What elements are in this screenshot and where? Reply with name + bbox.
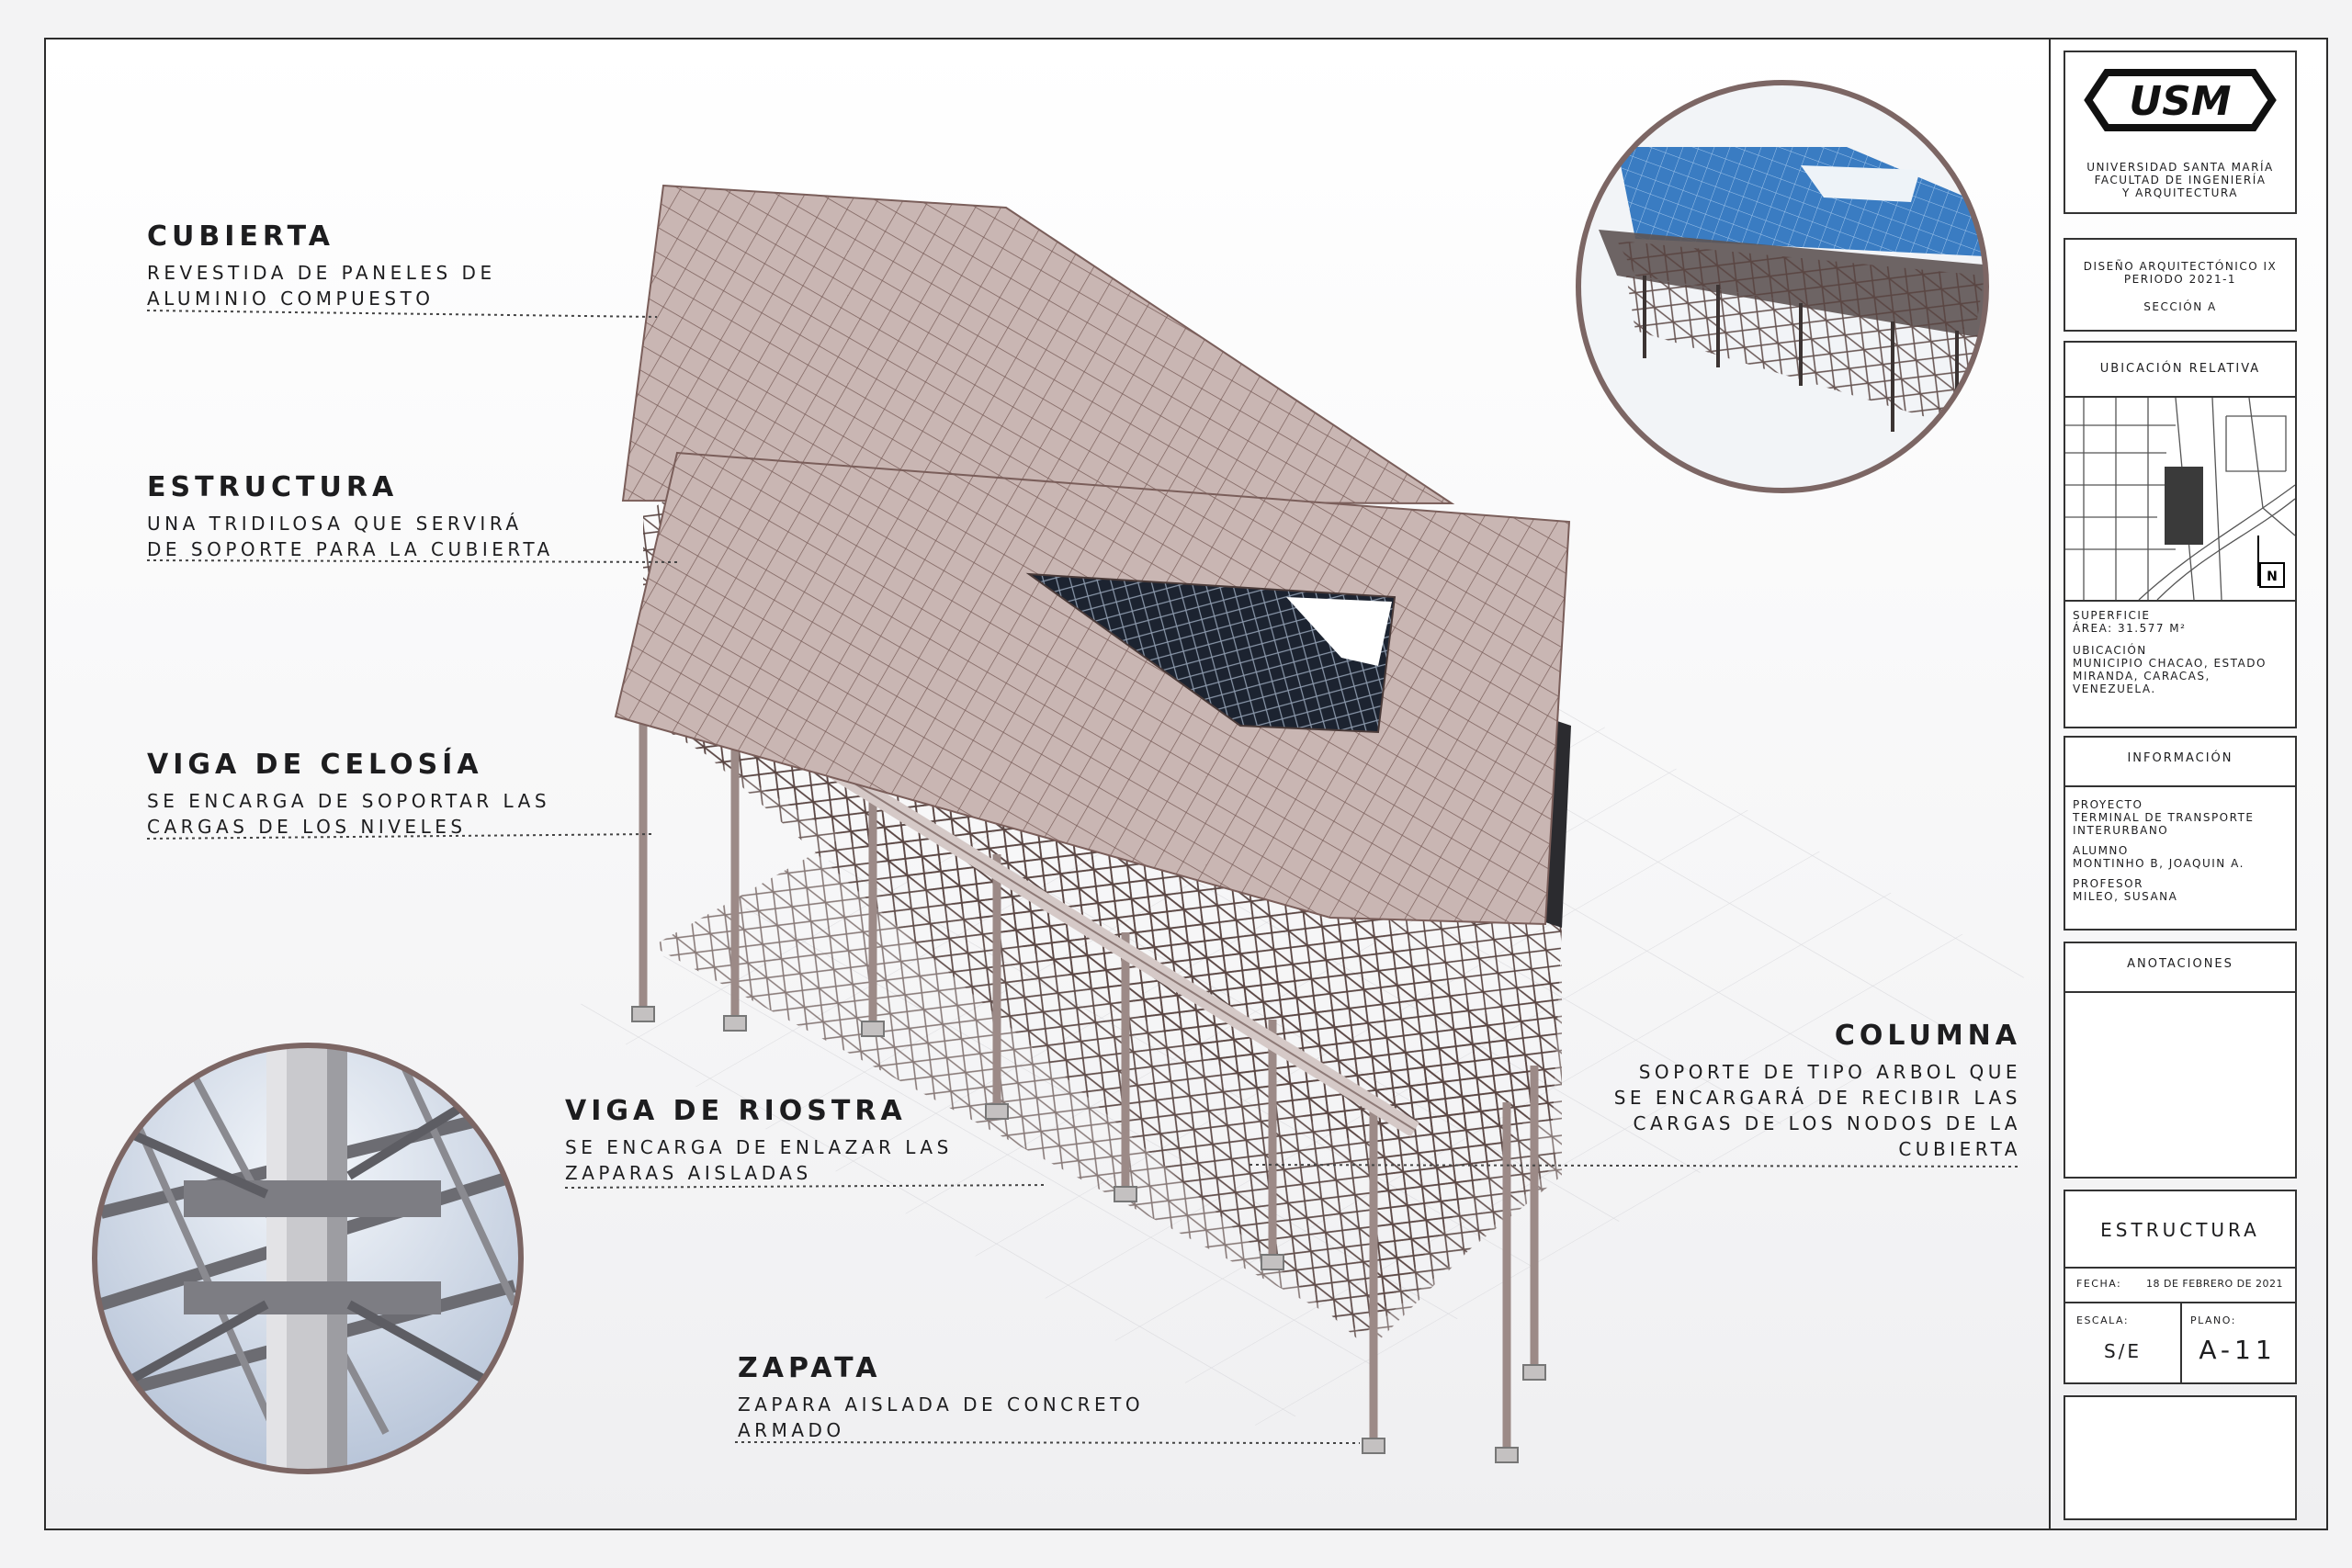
surface-area: ÁREA: 31.577 M² (2073, 622, 2187, 635)
sheet-info-box: ESTRUCTURA FECHA: 18 DE FEBRERO DE 2021 … (2064, 1190, 2297, 1384)
faculty-name: FACULTAD DE INGENIERÍA Y ARQUITECTURA (2094, 174, 2267, 199)
label-viga-celosia-line2: CARGAS DE LOS NIVELES (147, 816, 467, 838)
info-header: INFORMACIÓN (2127, 751, 2233, 765)
column-node-detail (95, 1045, 521, 1472)
label-estructura: ESTRUCTURA UNA TRIDILOSA QUE SERVIRÁ DE … (147, 471, 554, 562)
project-value: TERMINAL DE TRANSPORTE INTERURBANO (2073, 811, 2255, 837)
leader-lines (146, 310, 2022, 1444)
label-columna-line1: SOPORTE DE TIPO ARBOL QUE (1638, 1061, 2021, 1083)
location-header: UBICACIÓN RELATIVA (2099, 362, 2261, 376)
label-viga-celosia-title: VIGA DE CELOSÍA (147, 749, 483, 781)
label-viga-riostra: VIGA DE RIOSTRA SE ENCARGA DE ENLAZAR LA… (565, 1095, 953, 1186)
label-zapata: ZAPATA ZAPARA AISLADA DE CONCRETO ARMADO (738, 1352, 1144, 1443)
scale-label: ESCALA: (2076, 1314, 2130, 1326)
label-viga-riostra-title: VIGA DE RIOSTRA (565, 1095, 907, 1127)
stamp-box (2064, 1395, 2297, 1520)
location-box: UBICACIÓN RELATIVA N SUPERFICIE ÁREA: 31… (2064, 341, 2297, 728)
label-columna: COLUMNA SOPORTE DE TIPO ARBOL QUE SE ENC… (1553, 1020, 2021, 1162)
usm-logo: USM (2084, 69, 2277, 131)
info-box: INFORMACIÓN PROYECTO TERMINAL DE TRANSPO… (2064, 736, 2297, 931)
sheet-title: ESTRUCTURA (2100, 1219, 2260, 1241)
render-detail (1578, 83, 1986, 491)
scale-value: S/E (2103, 1340, 2143, 1362)
title-block: USM UNIVERSIDAD SANTA MARÍA FACULTAD DE … (2049, 38, 2328, 1530)
section: SECCIÓN A (2143, 300, 2217, 313)
north-arrow-label: N (2267, 570, 2278, 584)
label-zapata-line2: ARMADO (738, 1419, 845, 1441)
label-viga-riostra-line1: SE ENCARGA DE ENLAZAR LAS (565, 1136, 953, 1158)
notes-box: ANOTACIONES (2064, 942, 2297, 1179)
surface-label: SUPERFICIE (2073, 609, 2151, 622)
location-value: MUNICIPIO CHACAO, ESTADO MIRANDA, CARACA… (2073, 657, 2267, 695)
label-estructura-title: ESTRUCTURA (147, 471, 399, 503)
plan-number: A-11 (2199, 1335, 2277, 1365)
location-label: UBICACIÓN (2073, 644, 2147, 657)
label-viga-riostra-line2: ZAPARAS AISLADAS (565, 1162, 812, 1184)
label-estructura-line1: UNA TRIDILOSA QUE SERVIRÁ (147, 513, 523, 535)
notes-header: ANOTACIONES (2127, 957, 2233, 971)
label-columna-line4: CUBIERTA (1898, 1138, 2021, 1160)
label-columna-title: COLUMNA (1834, 1020, 2021, 1052)
plan-label: PLANO: (2190, 1314, 2236, 1326)
label-columna-line3: CARGAS DE LOS NODOS DE LA (1633, 1112, 2021, 1134)
label-columna-line2: SE ENCARGARÁ DE RECIBIR LAS (1613, 1087, 2021, 1109)
label-cubierta-line1: REVESTIDA DE PANELES DE (147, 262, 496, 284)
label-zapata-title: ZAPATA (738, 1352, 882, 1384)
structure-axonometric-drawing (92, 80, 2030, 1474)
location-map: N (2065, 398, 2295, 600)
date-value: 18 DE FEBRERO DE 2021 (2146, 1278, 2284, 1290)
course-name: DISEÑO ARQUITECTÓNICO IX (2083, 260, 2278, 273)
course-box: DISEÑO ARQUITECTÓNICO IX PERIODO 2021-1 … (2064, 238, 2297, 332)
footings (631, 1006, 1546, 1463)
professor-value: MILEO, SUSANA (2073, 890, 2178, 903)
label-cubierta-line2: ALUMINIO COMPUESTO (147, 288, 435, 310)
professor-label: PROFESOR (2073, 877, 2143, 890)
date-label: FECHA: (2076, 1278, 2122, 1290)
label-cubierta-title: CUBIERTA (147, 220, 335, 253)
label-estructura-line2: DE SOPORTE PARA LA CUBIERTA (147, 538, 554, 560)
student-label: ALUMNO (2073, 844, 2129, 857)
logo-text: USM (2129, 78, 2231, 125)
university-name: UNIVERSIDAD SANTA MARÍA (2086, 161, 2274, 174)
label-viga-celosia: VIGA DE CELOSÍA SE ENCARGA DE SOPORTAR L… (147, 749, 550, 840)
label-cubierta: CUBIERTA REVESTIDA DE PANELES DE ALUMINI… (147, 220, 496, 311)
student-value: MONTINHO B, JOAQUIN A. (2073, 857, 2245, 870)
label-viga-celosia-line1: SE ENCARGA DE SOPORTAR LAS (147, 790, 551, 812)
label-zapata-line1: ZAPARA AISLADA DE CONCRETO (738, 1393, 1145, 1416)
project-label: PROYECTO (2073, 798, 2143, 811)
university-box: USM UNIVERSIDAD SANTA MARÍA FACULTAD DE … (2064, 51, 2297, 214)
period: PERIODO 2021-1 (2123, 273, 2237, 286)
